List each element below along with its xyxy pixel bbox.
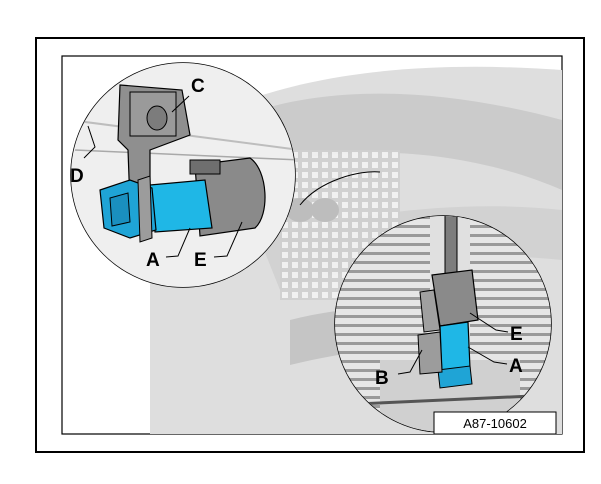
leader-lines [83,95,509,375]
callout-a-left: A [146,250,160,271]
callout-d: D [70,166,84,187]
reference-label-box [433,411,557,435]
detail-link-arc [299,171,381,206]
callout-c: C [191,76,205,97]
callout-e-left: E [194,250,207,271]
callout-a-right: A [509,356,523,377]
sensor-blue-left [149,179,213,233]
callout-b: B [375,368,389,389]
sensor-blue-right [439,321,471,373]
reference-label: A87-10602 [463,416,527,431]
callout-e-right: E [510,324,523,345]
detail-circle-right [334,215,552,433]
detail-circle-left [70,62,296,288]
